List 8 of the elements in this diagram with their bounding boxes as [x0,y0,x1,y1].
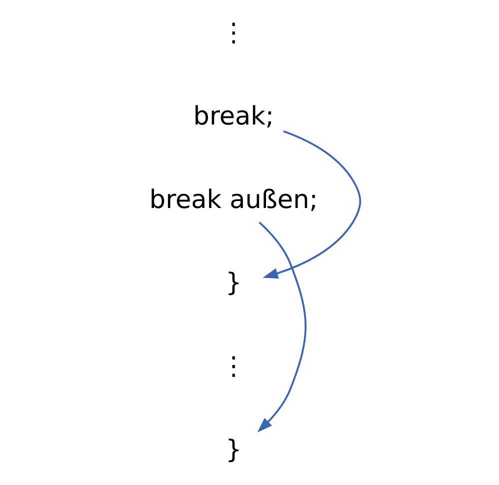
node-text: break außen; [148,184,318,214]
arrow [256,221,306,432]
node-text: break; [192,100,274,131]
label: ⋮ [220,17,246,48]
label: ⋮ [220,351,246,382]
arrow [262,130,361,278]
node-text: } [225,268,242,298]
node-text: } [225,434,242,464]
